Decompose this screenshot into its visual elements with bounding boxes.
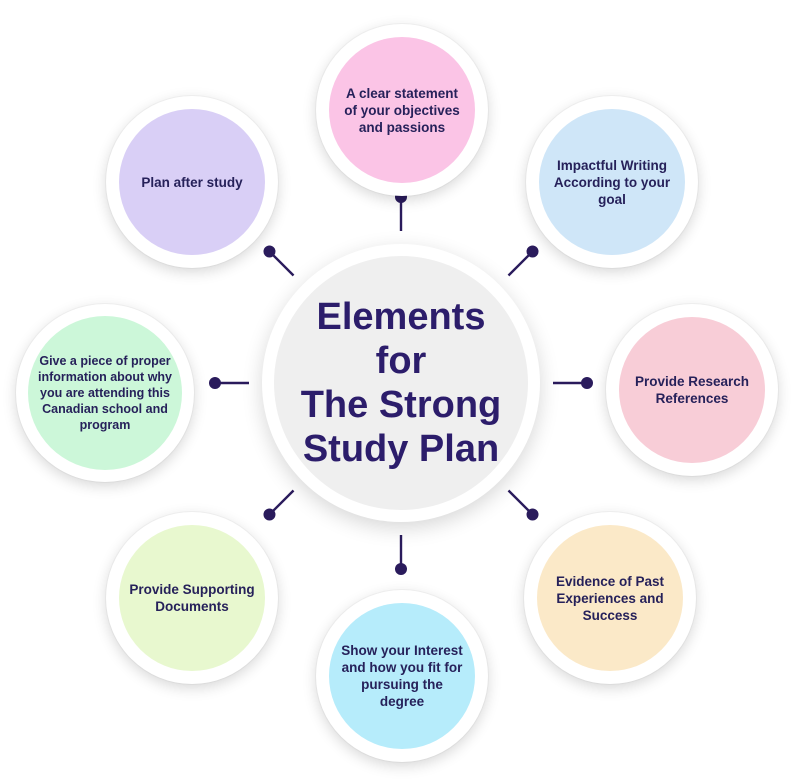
- node-plan-after-study: Plan after study: [106, 96, 278, 268]
- node-canadian-school: Give a piece of proper information about…: [16, 304, 194, 482]
- node-label: Show your Interest and how you fit for p…: [341, 643, 463, 709]
- node-objectives: A clear statement of your objectives and…: [316, 24, 488, 196]
- center-hub: Elements for The Strong Study Plan: [262, 244, 540, 522]
- connector-dot-canadian-school: [209, 377, 221, 389]
- node-disc: Give a piece of proper information about…: [28, 316, 182, 470]
- node-interest-fit: Show your Interest and how you fit for p…: [316, 590, 488, 762]
- center-title-line-1: Elements for: [316, 296, 486, 382]
- node-disc: Impactful Writing According to your goal: [539, 109, 685, 255]
- node-disc: Show your Interest and how you fit for p…: [329, 603, 475, 749]
- connector-dot-supporting-documents: [263, 508, 276, 521]
- node-disc: Provide Supporting Documents: [119, 525, 265, 671]
- connector-dot-plan-after-study: [263, 245, 276, 258]
- node-supporting-documents: Provide Supporting Documents: [106, 512, 278, 684]
- connector-dot-research-references: [581, 377, 593, 389]
- node-label: Impactful Writing According to your goal: [553, 157, 671, 207]
- node-past-experiences: Evidence of Past Experiences and Success: [524, 512, 696, 684]
- node-label: Provide Research References: [634, 374, 750, 406]
- connector-dot-interest-fit: [395, 563, 407, 575]
- node-disc: Evidence of Past Experiences and Success: [537, 525, 683, 671]
- node-label: Provide Supporting Documents: [129, 582, 255, 614]
- node-research-references: Provide Research References: [606, 304, 778, 476]
- connector-dot-impactful-writing: [526, 245, 539, 258]
- center-title-line-3: Study Plan: [302, 428, 500, 470]
- node-impactful-writing: Impactful Writing According to your goal: [526, 96, 698, 268]
- center-disc: Elements for The Strong Study Plan: [274, 256, 528, 510]
- connector-dot-past-experiences: [526, 508, 539, 521]
- node-disc: Provide Research References: [619, 317, 765, 463]
- node-label: Evidence of Past Experiences and Success: [555, 573, 665, 623]
- node-label: A clear statement of your objectives and…: [344, 85, 460, 135]
- center-title: Elements for The Strong Study Plan: [286, 295, 516, 471]
- center-title-line-2: The Strong: [300, 384, 502, 426]
- node-label: Give a piece of proper information about…: [37, 354, 173, 432]
- node-label: Plan after study: [141, 174, 243, 190]
- node-disc: A clear statement of your objectives and…: [329, 37, 475, 183]
- node-disc: Plan after study: [119, 109, 265, 255]
